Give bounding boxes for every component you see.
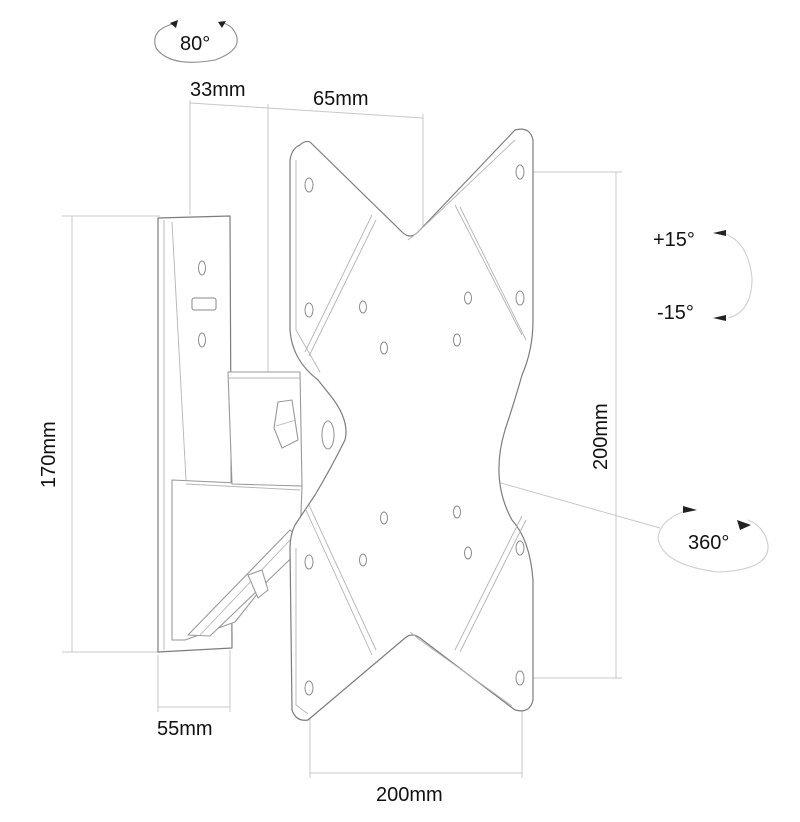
tilt-15-arc-icon — [713, 230, 753, 321]
vesa-vertical-label: 200mm — [590, 403, 612, 470]
swivel-angle-label: 80° — [180, 33, 211, 55]
tilt-down-label: -15° — [657, 302, 694, 324]
swivel-80-arc-icon — [154, 20, 238, 63]
rotation-angle-label: 360° — [688, 532, 730, 554]
arm-brace — [171, 479, 306, 641]
arm-depth-65-label: 65mm — [313, 88, 369, 110]
vesa-horizontal-label: 200mm — [376, 784, 443, 806]
tilt-up-label: +15° — [653, 229, 695, 251]
vesa-plate — [289, 128, 534, 721]
wall-plate-height-label: 170mm — [38, 421, 60, 488]
arm-depth-33-label: 33mm — [190, 79, 246, 101]
wall-plate-depth-label: 55mm — [157, 718, 213, 740]
pivot-block — [227, 371, 335, 487]
rotation-360-arc-icon — [657, 506, 769, 573]
